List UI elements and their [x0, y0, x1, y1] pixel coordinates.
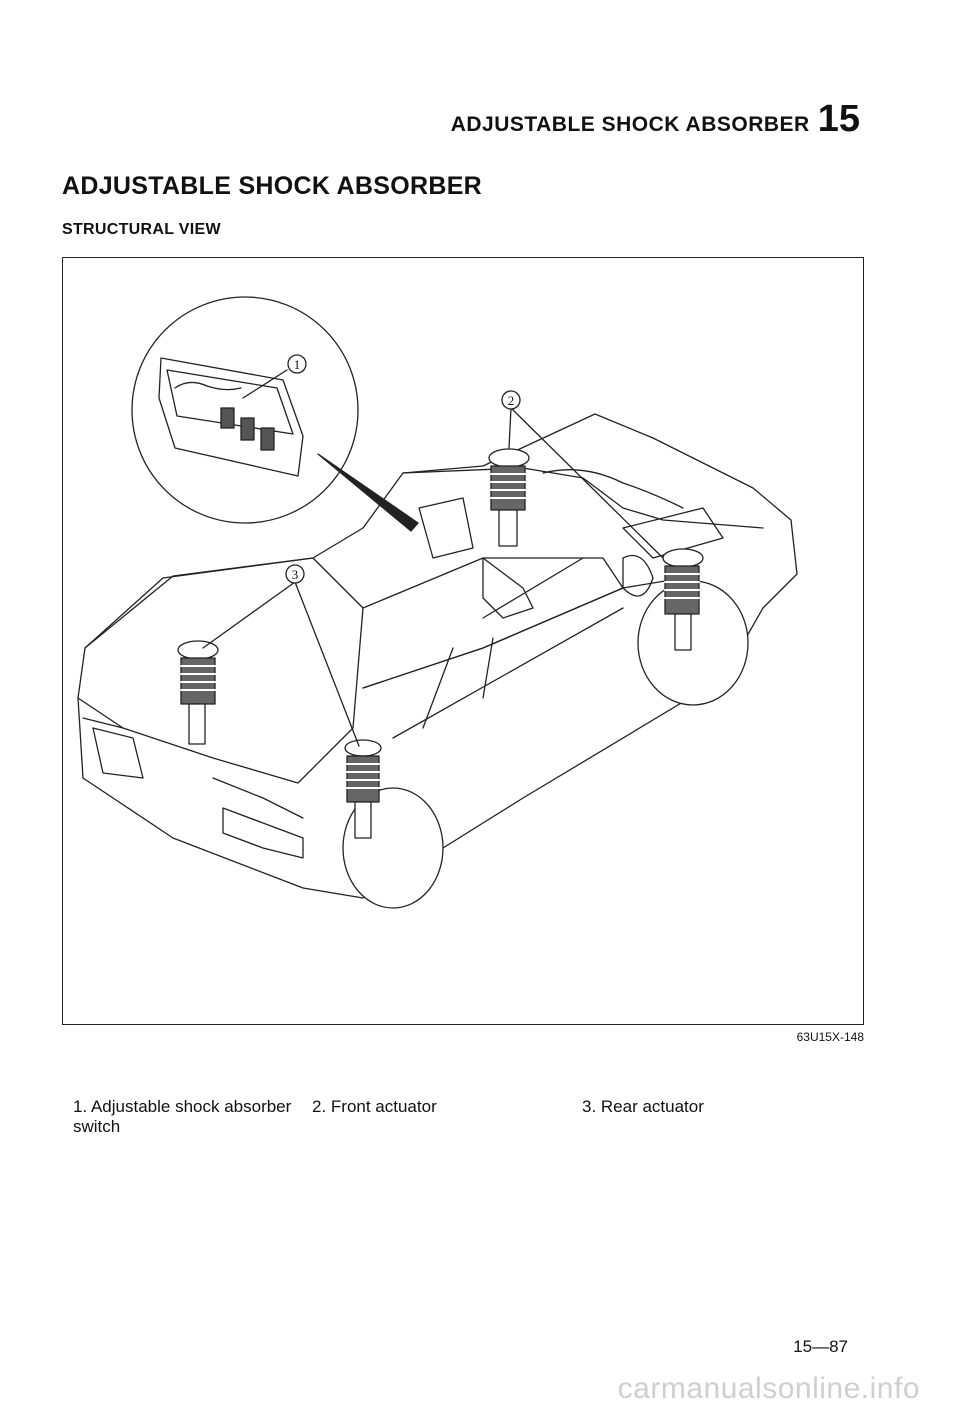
- callout-3-leader: [202, 581, 360, 747]
- page-number: 15—87: [793, 1337, 848, 1356]
- callout-2: 2: [501, 390, 521, 410]
- page-title: ADJUSTABLE SHOCK ABSORBER: [62, 172, 483, 200]
- section-subtitle: STRUCTURAL VIEW: [62, 221, 221, 238]
- callout-2-label: 2: [508, 393, 515, 408]
- running-header: ADJUSTABLE SHOCK ABSORBER 15: [451, 100, 860, 138]
- callout-1: 1: [287, 354, 307, 374]
- rear-actuator-left: [177, 640, 219, 745]
- rear-actuator-right: [344, 739, 382, 839]
- callout-3-label: 3: [292, 567, 299, 582]
- car-illustration: 1 2 3: [77, 296, 798, 909]
- legend-item-3: 3. Rear actuator: [582, 1097, 704, 1116]
- callout-1-leader: [242, 369, 288, 399]
- legend-item-2: 2. Front actuator: [312, 1097, 437, 1116]
- legend-item-1: 1. Adjustable shock absorber switch: [73, 1097, 292, 1136]
- front-actuator-right: [662, 548, 704, 651]
- switch-detail-circle: [131, 296, 359, 524]
- figure-code: 63U15X-148: [796, 1030, 864, 1044]
- callout-2-leader: [508, 407, 664, 559]
- structural-view-figure: 1 2 3: [62, 257, 864, 1025]
- running-header-title: ADJUSTABLE SHOCK ABSORBER: [450, 113, 810, 136]
- front-actuator-left: [488, 448, 530, 547]
- car-body: [77, 413, 798, 899]
- section-number: 15: [817, 98, 860, 140]
- callout-1-label: 1: [294, 357, 301, 372]
- watermark-url: carmanualsonline.info: [617, 1372, 920, 1405]
- callout-3: 3: [285, 564, 305, 584]
